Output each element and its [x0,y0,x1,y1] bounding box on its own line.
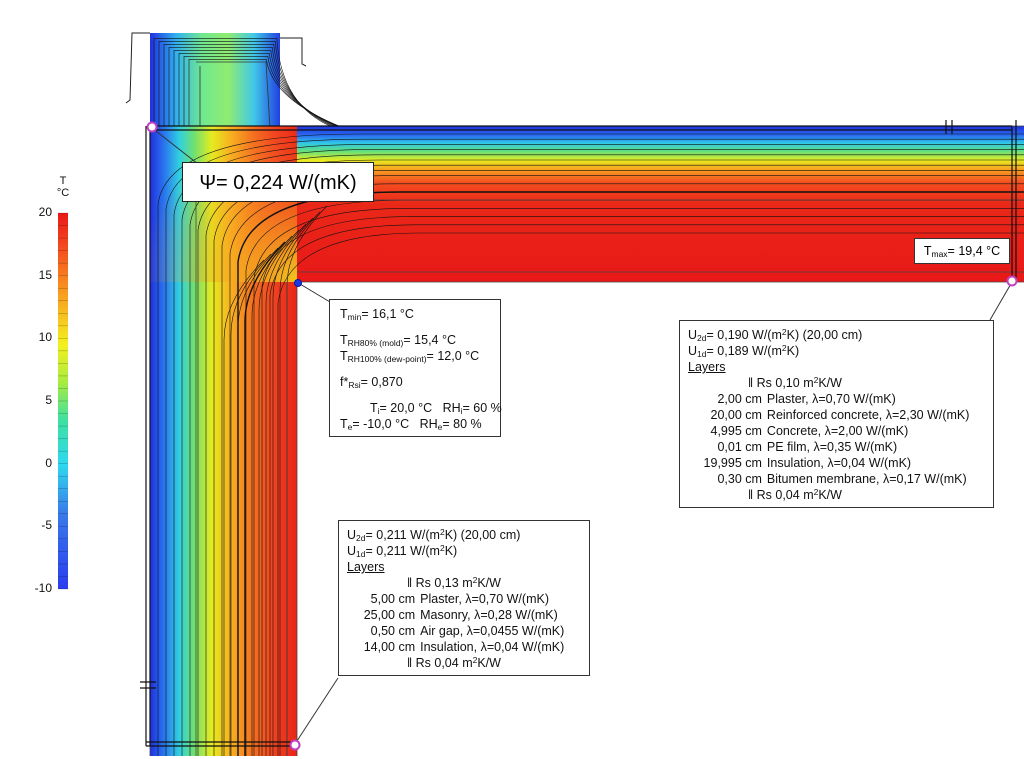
wall-layer-description: Masonry, λ=0,28 W/(mK) [420,608,558,622]
roof-section-box: U2d= 0,190 W/(m2K) (20,00 cm) U1d= 0,189… [679,320,994,508]
roof-section-point[interactable] [1006,275,1018,287]
isotherm [153,38,341,131]
legend-tick-label: 10 [38,330,52,345]
legend-title-symbol: T [59,175,67,187]
parapet [150,33,280,128]
legend-tick-label: 5 [45,393,52,407]
corner-zone [150,126,297,282]
roof-layer-thickness: 2,00 cm [717,392,762,406]
roof-layers-title: Layers [688,360,726,374]
leader-lines [151,127,1013,745]
isotherm [279,211,321,756]
legend-tick-label: 0 [45,455,52,470]
wall-layer-description: Plaster, λ=0,70 W/(mK) [420,592,549,606]
wall-layer-thickness: 5,00 cm [370,592,416,606]
isotherm [165,138,1024,756]
wall-u2d: U2d= 0,211 W/(m2K) (20,00 cm) [347,527,521,543]
roof-rs-inside: ‖ Rs 0,10 m2K/W [748,375,842,390]
isotherm [251,235,293,756]
wall-layer-thickness: 14,00 cm [363,640,416,654]
roof-layer-thickness: 4,995 cm [710,424,762,438]
roof-layer-thickness: 19,995 cm [703,456,762,470]
wall-section-box: U2d= 0,211 W/(m2K) (20,00 cm) U1d= 0,211… [338,520,590,676]
isotherm [245,199,1024,756]
isotherm [237,247,279,756]
isotherm [261,216,1024,756]
roof-layer-thickness: 0,01 cm [717,440,762,454]
wall-rs-outside: ‖ Rs 0,04 m2K/W [407,655,501,670]
isotherm [223,259,265,756]
legend-tick-label: 20 [38,205,52,219]
roof-layer-description: Reinforced concrete, λ=2,30 W/(mK) [766,408,970,422]
wall-layers-title: Layers [347,560,385,574]
roof-layer-list: ‖ Rs 0,10 m2K/W 2,00 cm Plaster, λ=0,70 W/… [688,375,985,503]
parapet-flashing [125,32,150,104]
wall-u1d: U1d= 0,211 W/(m2K) [347,543,458,559]
roof-layer-description: Plaster, λ=0,70 W/(mK) [766,392,896,406]
roof-layer-description: Bitumen membrane, λ=0,17 W/(mK) [766,472,967,486]
legend-title: T °C [48,175,78,199]
wall-layer-description: Insulation, λ=0,04 W/(mK) [420,640,565,654]
isotherm [272,217,314,756]
legend-color-bar [58,213,68,589]
isotherm [237,191,1024,756]
wall-layer-description: Air gap, λ=0,0455 W/(mK) [420,624,565,638]
legend-tick-label: 15 [38,267,52,282]
wall-layer-list: ‖ Rs 0,13 m2K/W 5,00 cm Plaster, λ=0,70 W/… [347,575,581,671]
wall-layer-thickness: 25,00 cm [363,608,416,622]
isotherm [158,41,347,132]
parapet-coping [280,37,307,67]
isotherm [157,133,1024,756]
isotherm [265,223,307,756]
roof-u1d: U1d= 0,189 W/(m2K) [688,343,800,359]
tmin-row: Tmin= 16,1 °C [340,307,414,322]
isotherm [230,253,272,756]
exterior-conditions-row: Te= -10,0 °C RHe= 80 % [340,417,482,432]
legend-tick-marks [58,212,68,590]
wall-section-point[interactable] [289,739,301,751]
legend-title-unit: °C [56,187,70,199]
frsi-row: f*Rsi= 0,870 [340,375,403,390]
tmax-label: Tmax= 19,4 °C [914,238,1010,264]
tmin-point[interactable] [294,279,302,287]
roof-rs-outside: ‖ Rs 0,04 m2K/W [748,487,842,502]
isotherm [173,144,1024,756]
roof-layer-description: PE film, λ=0,35 W/(mK) [766,440,898,454]
roof-layer-description: Concrete, λ=2,00 W/(mK) [766,424,909,438]
roof-layer-description: Insulation, λ=0,04 W/(mK) [766,456,912,470]
isotherm [269,224,1024,756]
mold-row: TRH80% (mold)= 15,4 °C [340,333,456,348]
wall-layer-thickness: 0,50 cm [370,624,416,638]
parapet-insulation-edge [196,61,271,129]
legend-tick-label: -5 [41,518,52,533]
roof-layer-thickness: 0,30 cm [717,472,762,486]
corner-result-box: Tmin= 16,1 °C TRH80% (mold)= 15,4 °C TRH… [329,299,502,437]
dimension-lines [140,120,1017,747]
isotherm [244,241,286,756]
legend-tick-label: -10 [34,581,52,595]
wall-rs-inside: ‖ Rs 0,13 m2K/W [407,575,501,590]
interior-conditions-row: Ti= 20,0 °C RHi= 60 % [370,401,502,416]
roof-u2d: U2d= 0,190 W/(m2K) (20,00 cm) [688,327,863,343]
dewpoint-row: TRH100% (dew-point)= 12,0 °C [340,349,480,364]
psi-value-label: Ψ= 0,224 W/(mK) [182,162,374,202]
roof-layer-thickness: 20,00 cm [710,408,762,422]
psi-reference-point-top[interactable] [146,121,158,133]
isotherm [258,229,300,756]
